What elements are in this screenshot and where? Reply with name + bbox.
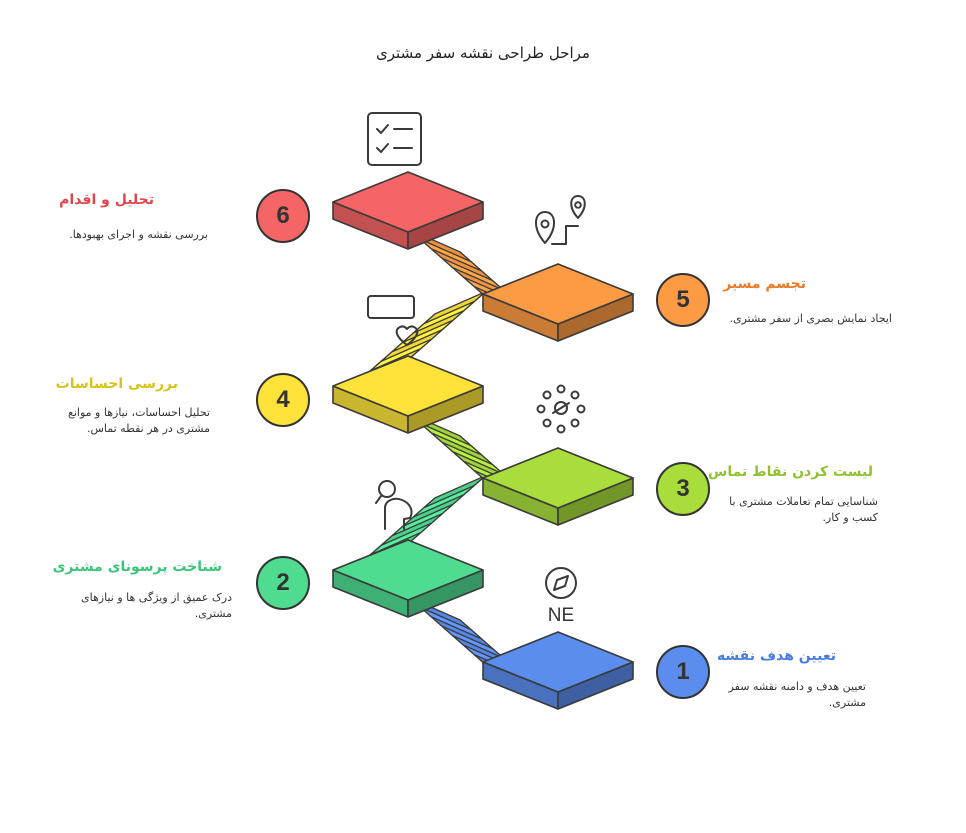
- diagram-title: مراحل طراحی نقشه سفر مشتری: [376, 44, 590, 62]
- step-number-3: 3: [656, 462, 710, 516]
- person-icon: [375, 480, 413, 530]
- step-heading-1: تعیین هدف نقشه: [716, 648, 836, 664]
- step-heading-6: تحلیل و اقدام: [59, 192, 154, 208]
- platform-step-4: [332, 355, 484, 434]
- map-pin-route-icon: [535, 195, 586, 245]
- step-description-5: ایجاد نمایش بصری از سفر مشتری.: [729, 312, 892, 325]
- step-number-1: 1: [656, 645, 710, 699]
- step-description-1: تعیین هدف و دامنه نقشه سفر مشتری.: [728, 680, 866, 709]
- compass-icon: [545, 567, 577, 599]
- chat-heart-icon: [367, 295, 419, 346]
- step-number-6: 6: [256, 189, 310, 243]
- platform-step-2: [332, 539, 484, 618]
- step-number-2: 2: [256, 556, 310, 610]
- platform-step-3: [482, 447, 634, 526]
- platform-top: [332, 355, 484, 417]
- step-heading-5: تجسم مسیر: [723, 276, 806, 292]
- step-heading-4: بررسی احساسات: [55, 376, 178, 392]
- step-description-4: تحلیل احساسات، نیازها و موانع مشتری در ه…: [68, 406, 210, 435]
- stair-step: [423, 475, 486, 508]
- platform-top: [482, 631, 634, 693]
- step-heading-2: شناخت پرسونای مشتری: [52, 559, 222, 575]
- platform-top: [482, 263, 634, 325]
- checklist-icon: [367, 112, 422, 166]
- platform-top: [332, 171, 484, 233]
- step-heading-3: لیست کردن نقاط تماس: [708, 464, 873, 480]
- step-description-2: درک عمیق از ویژگی ها و نیازهای مشتری.: [81, 591, 232, 620]
- network-icon: [536, 384, 586, 434]
- platform-top: [482, 447, 634, 509]
- platform-top: [332, 539, 484, 601]
- stair-step: [423, 291, 486, 324]
- step-number-4: 4: [256, 373, 310, 427]
- platform-step-6: [332, 171, 484, 250]
- step-description-6: بررسی نقشه و اجرای بهبودها.: [69, 228, 208, 241]
- platform-step-5: [482, 263, 634, 342]
- compass-direction-label: NE: [548, 605, 574, 626]
- step-number-5: 5: [656, 273, 710, 327]
- platform-step-1: [482, 631, 634, 710]
- step-description-3: شناسایی تمام تعاملات مشتری با کسب و کار.: [729, 495, 878, 524]
